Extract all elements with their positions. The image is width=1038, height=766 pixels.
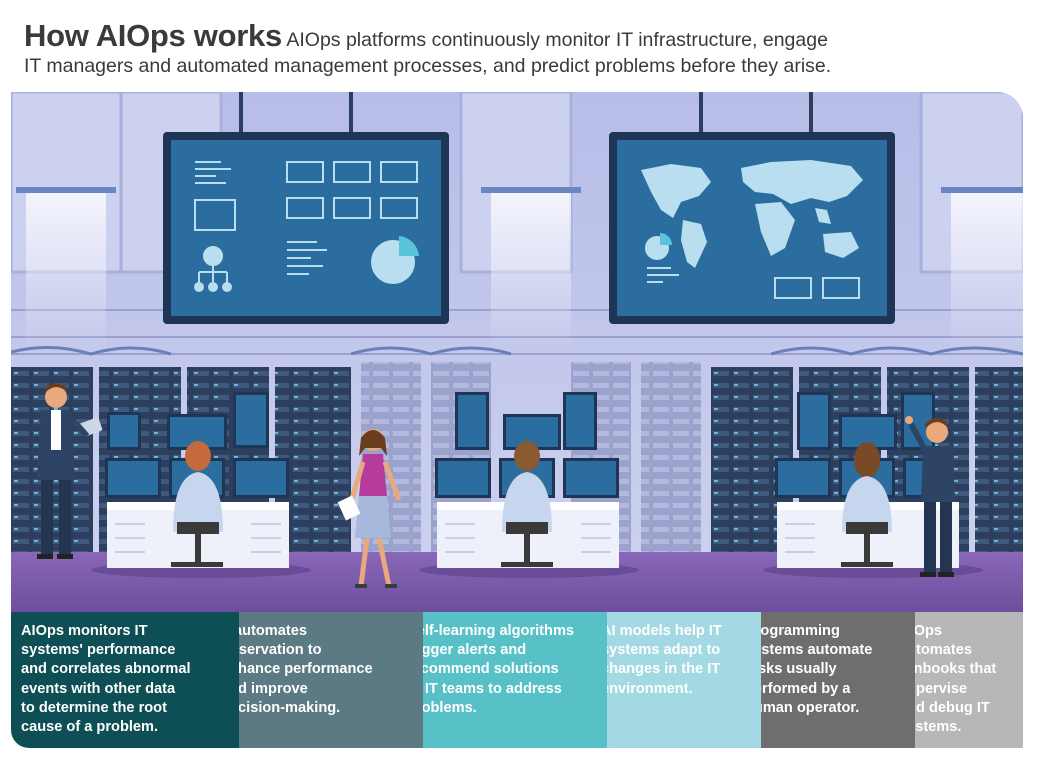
step-2: It automates observation to enhance perf… bbox=[211, 612, 423, 748]
page-subtitle-line-1: AIOps platforms continuously monitor IT … bbox=[286, 29, 828, 51]
header: How AIOps works AIOps platforms continuo… bbox=[24, 18, 1024, 78]
step-5-text: Programming systems automate tasks usual… bbox=[745, 623, 873, 716]
header-line-1: How AIOps works AIOps platforms continuo… bbox=[24, 18, 1024, 54]
workstation-left bbox=[105, 392, 289, 568]
world-map-icon bbox=[641, 160, 863, 268]
overhead-cables bbox=[11, 346, 1023, 356]
step-4-text: AI models help IT systems adapt to chang… bbox=[601, 623, 722, 697]
person-pointing bbox=[905, 416, 955, 577]
workstation-center bbox=[435, 392, 619, 568]
step-2-text: It automates observation to enhance perf… bbox=[221, 623, 373, 716]
person-with-tablet bbox=[37, 383, 103, 559]
org-chart-icon bbox=[194, 246, 232, 292]
operations-center-illustration bbox=[11, 92, 1023, 620]
page-subtitle-line-2: IT managers and automated management pro… bbox=[24, 55, 832, 77]
wall-screen-left bbox=[163, 92, 449, 324]
wall-screen-right bbox=[609, 92, 895, 324]
step-4: AI models help IT systems adapt to chang… bbox=[591, 612, 761, 748]
step-1-text: AIOps monitors IT systems' performance a… bbox=[21, 623, 191, 736]
step-3: Self-learning algorithms trigger alerts … bbox=[397, 612, 607, 748]
step-6-text: AIOps automates runbooks that supervise … bbox=[899, 623, 997, 736]
step-5: Programming systems automate tasks usual… bbox=[735, 612, 915, 748]
step-3-text: Self-learning algorithms trigger alerts … bbox=[407, 623, 575, 716]
ceiling-lights bbox=[16, 187, 1023, 353]
person-walking bbox=[337, 429, 402, 588]
page-title: How AIOps works bbox=[24, 18, 282, 53]
process-steps: AIOps monitors IT systems' performance a… bbox=[11, 612, 1023, 748]
pie-chart-icon bbox=[371, 236, 419, 284]
step-1: AIOps monitors IT systems' performance a… bbox=[11, 612, 239, 748]
